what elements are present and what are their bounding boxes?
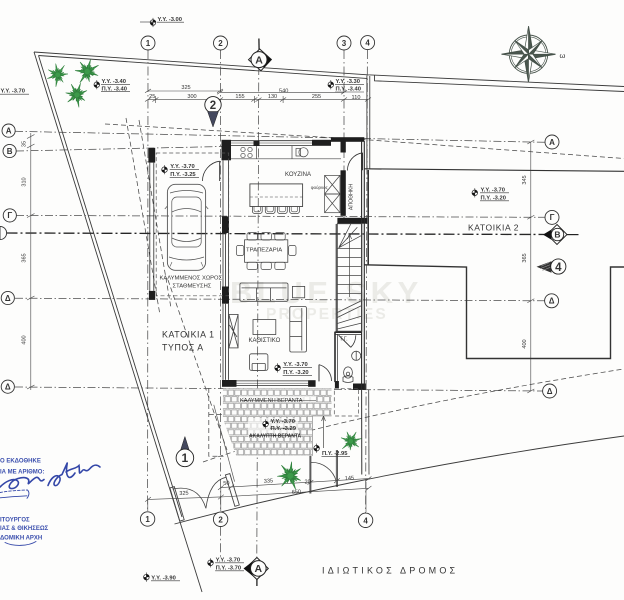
svg-text:130: 130: [268, 94, 277, 100]
svg-text:Y.Y. -3.70: Y.Y. -3.70: [170, 164, 195, 170]
svg-text:Γ: Γ: [550, 213, 555, 222]
svg-text:4: 4: [363, 516, 368, 525]
svg-text:PROPERTIES: PROPERTIES: [266, 306, 388, 323]
svg-text:365: 365: [522, 253, 528, 262]
svg-text:Y.Y. -3.70: Y.Y. -3.70: [1, 89, 26, 95]
svg-text:Y.Y. -3.70: Y.Y. -3.70: [283, 362, 308, 368]
svg-text:ΚΑΤΟΙΚΙΑ 1: ΚΑΤΟΙΚΙΑ 1: [162, 330, 215, 340]
svg-text:Ο ΕΚΔΟΘΗΚΕ: Ο ΕΚΔΟΘΗΚΕ: [0, 459, 41, 465]
svg-text:1: 1: [146, 39, 151, 48]
svg-text:ΚΑΤΟΙΚΙΑ 2: ΚΑΤΟΙΚΙΑ 2: [468, 223, 519, 233]
svg-text:3: 3: [342, 39, 347, 48]
svg-text:4: 4: [365, 38, 370, 47]
svg-text:155: 155: [235, 94, 244, 100]
svg-text:ΤΡΑΠΕΖΑΡΙΑ: ΤΡΑΠΕΖΑΡΙΑ: [246, 248, 282, 254]
svg-text:110: 110: [352, 95, 361, 101]
svg-text:2: 2: [210, 100, 216, 112]
svg-text:A: A: [255, 54, 263, 66]
svg-text:4: 4: [555, 262, 562, 274]
svg-text:B: B: [554, 230, 560, 240]
svg-text:ΙΑ ΜΕ ΑΡΙΘΜΟ:: ΙΑ ΜΕ ΑΡΙΘΜΟ:: [0, 469, 44, 475]
svg-text:310: 310: [22, 177, 28, 186]
svg-text:ΚΑΘΙΣΤΙΚΟ: ΚΑΘΙΣΤΙΚΟ: [249, 338, 281, 344]
svg-text:20: 20: [304, 479, 311, 485]
svg-text:Y.Y. -3.00: Y.Y. -3.00: [158, 17, 183, 23]
svg-text:Π.Y. -3.40: Π.Y. -3.40: [336, 87, 361, 93]
svg-text:Γ: Γ: [7, 211, 12, 220]
svg-text:345: 345: [522, 175, 528, 184]
svg-text:2: 2: [218, 39, 223, 48]
svg-text:Y.Y. -3.70: Y.Y. -3.70: [271, 419, 296, 425]
svg-text:300: 300: [187, 94, 196, 100]
svg-text:Y.Y. -3.90: Y.Y. -3.90: [151, 575, 176, 581]
svg-text:Π.Y. -3.25: Π.Y. -3.25: [170, 172, 196, 178]
svg-text:ΤΥΠΟΣ Α: ΤΥΠΟΣ Α: [162, 343, 204, 353]
svg-text:335: 335: [264, 478, 274, 484]
svg-text:365: 365: [22, 253, 28, 262]
svg-text:255: 255: [312, 94, 321, 100]
svg-text:Π.Y. -2.95: Π.Y. -2.95: [322, 451, 348, 457]
svg-text:A: A: [549, 138, 555, 147]
svg-text:145: 145: [345, 476, 355, 482]
svg-text:50: 50: [223, 481, 230, 487]
svg-text:25: 25: [149, 94, 155, 100]
svg-text:Y.Y. -3.30: Y.Y. -3.30: [336, 79, 361, 85]
svg-text:400: 400: [22, 335, 28, 344]
svg-text:Δ: Δ: [547, 387, 553, 396]
svg-text:ω: ω: [560, 51, 566, 60]
svg-text:Π.Y. -3.20: Π.Y. -3.20: [283, 370, 308, 376]
svg-text:B: B: [7, 147, 13, 156]
svg-text:Δ: Δ: [5, 383, 11, 392]
svg-text:400: 400: [522, 339, 528, 348]
svg-text:Δ: Δ: [5, 294, 11, 303]
svg-text:Π.Y. -3.20: Π.Y. -3.20: [481, 195, 506, 201]
svg-text:Π.Y. -3.29: Π.Y. -3.29: [271, 426, 297, 432]
svg-text:ΑΚΑΛΥΠΤΗ ΒΕΡΑΝΤΑ: ΑΚΑΛΥΠΤΗ ΒΕΡΑΝΤΑ: [249, 434, 302, 440]
svg-text:650: 650: [292, 489, 302, 495]
svg-text:Y.Y. -3.40: Y.Y. -3.40: [102, 79, 127, 85]
svg-text:ΑΠΟΘΗΚΗ: ΑΠΟΘΗΚΗ: [349, 184, 355, 210]
svg-text:ΚΟΥΖΙΝΑ: ΚΟΥΖΙΝΑ: [285, 172, 311, 178]
svg-text:Π.Y. -3.70: Π.Y. -3.70: [216, 565, 241, 571]
svg-text:Y.Y. -3.70: Y.Y. -3.70: [216, 557, 241, 563]
svg-text:540: 540: [279, 88, 288, 94]
svg-text:Π.Y. -3.40: Π.Y. -3.40: [102, 86, 127, 92]
svg-text:1: 1: [182, 451, 189, 465]
svg-text:ΚΑΛΥΜΜΕΝΟΣ ΧΩΡΟΣ: ΚΑΛΥΜΜΕΝΟΣ ΧΩΡΟΣ: [160, 276, 223, 282]
svg-text:ΙΤΟΥΡΓΟΣ: ΙΤΟΥΡΓΟΣ: [0, 518, 30, 524]
svg-text:ΚΑΛΥΜΜΕΝΗ ΒΕΡΑΝΤΑ: ΚΑΛΥΜΜΕΝΗ ΒΕΡΑΝΤΑ: [240, 398, 303, 404]
svg-text:ΙΑΣ & ΘΙΚΗΣΕΩΣ: ΙΑΣ & ΘΙΚΗΣΕΩΣ: [0, 526, 49, 532]
svg-text:Δ: Δ: [549, 297, 555, 306]
svg-text:φούρνος: φούρνος: [311, 185, 328, 190]
svg-text:325: 325: [179, 491, 189, 497]
svg-text:1: 1: [145, 515, 150, 524]
svg-text:Y.Y. -3.70: Y.Y. -3.70: [481, 187, 506, 193]
svg-text:BLUE SKY: BLUE SKY: [230, 275, 423, 310]
svg-text:ΔΟΜΙΚΗ ΑΡΧΗ: ΔΟΜΙΚΗ ΑΡΧΗ: [0, 536, 42, 542]
svg-text:A: A: [6, 126, 12, 135]
svg-text:ΙΔΙΩΤΙΚΟΣ ΔΡΟΜΟΣ: ΙΔΙΩΤΙΚΟΣ ΔΡΟΜΟΣ: [322, 566, 458, 576]
svg-text:2: 2: [218, 515, 223, 524]
svg-text:Τ.Γ.: Τ.Γ.: [340, 337, 348, 343]
svg-text:ΣΤΑΘΜΕΥΣΗΣ: ΣΤΑΘΜΕΥΣΗΣ: [173, 284, 212, 290]
svg-text:A: A: [255, 563, 263, 575]
svg-text:325: 325: [181, 85, 190, 91]
svg-text:35: 35: [22, 141, 28, 147]
